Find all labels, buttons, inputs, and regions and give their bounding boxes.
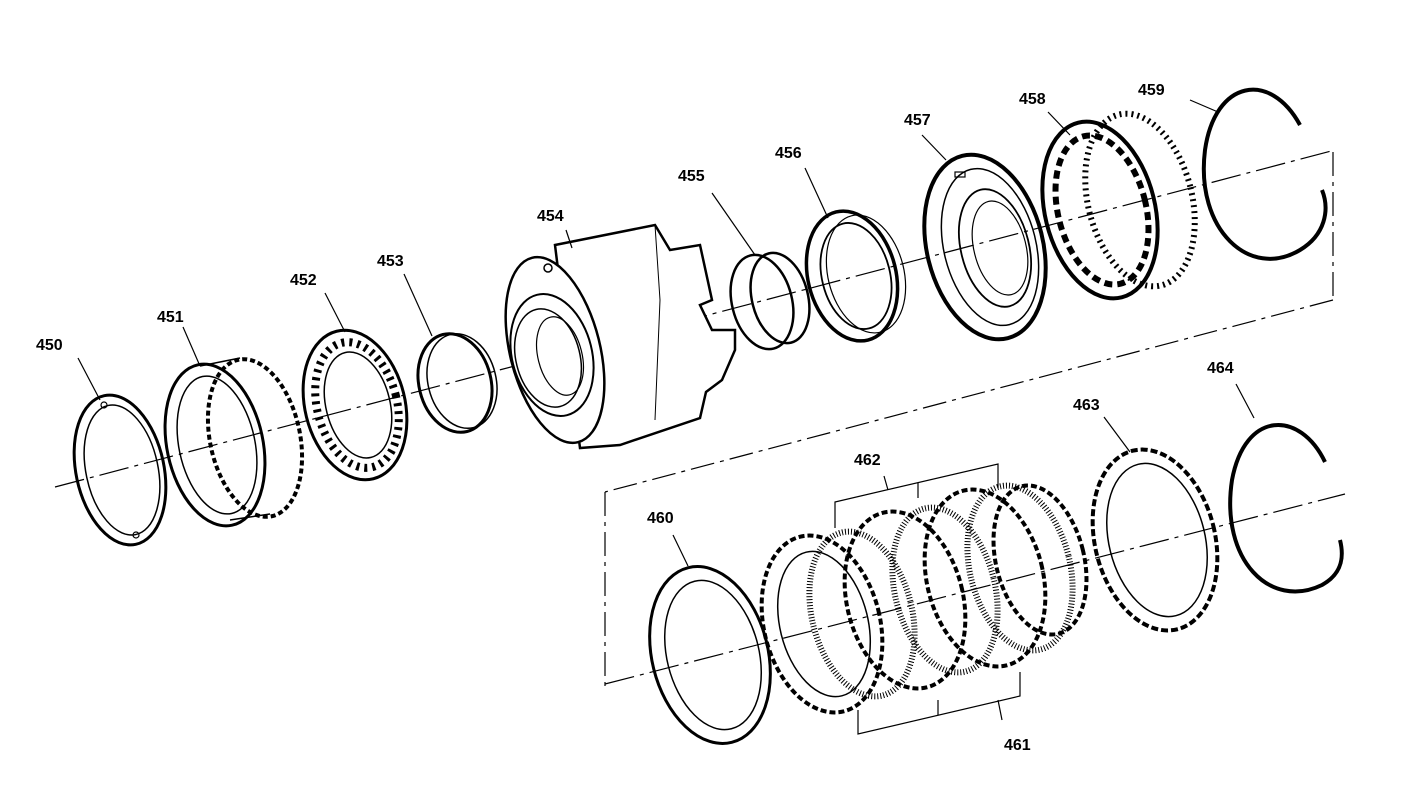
part-459-snap-ring xyxy=(1201,87,1328,261)
label-459: 459 xyxy=(1138,82,1165,99)
label-461: 461 xyxy=(1004,737,1031,754)
label-455: 455 xyxy=(678,168,705,185)
label-463: 463 xyxy=(1073,397,1100,414)
label-454: 454 xyxy=(537,208,564,225)
part-453-bushing xyxy=(416,332,498,434)
part-463-apply-plate xyxy=(1090,447,1220,633)
part-450-thrust-washer xyxy=(72,393,168,547)
part-456-race xyxy=(804,209,907,343)
label-462: 462 xyxy=(854,452,881,469)
bracket-461 xyxy=(857,672,1021,735)
label-456: 456 xyxy=(775,145,802,162)
label-452: 452 xyxy=(290,272,317,289)
label-464: 464 xyxy=(1207,360,1234,377)
part-454-housing xyxy=(504,223,737,450)
label-457: 457 xyxy=(904,112,931,129)
part-458-roller-clutch xyxy=(1040,110,1198,301)
label-450: 450 xyxy=(36,337,63,354)
part-455-bushing xyxy=(729,251,811,351)
part-460-backing-plate xyxy=(648,565,772,745)
centerline-lower xyxy=(604,493,1346,685)
label-458: 458 xyxy=(1019,91,1046,108)
label-451: 451 xyxy=(157,309,184,326)
bracket-462 xyxy=(834,463,999,528)
part-461-462-clutch-pack xyxy=(759,482,1089,715)
part-457-retainer xyxy=(922,152,1048,342)
label-460: 460 xyxy=(647,510,674,527)
label-453: 453 xyxy=(377,253,404,270)
part-451-hub xyxy=(163,357,305,528)
callout-labels: 450 451 452 453 454 455 456 457 458 459 … xyxy=(36,82,1234,754)
leader-lines xyxy=(77,99,1255,567)
part-464-snap-ring xyxy=(1228,423,1344,594)
part-452-sprag xyxy=(301,328,409,482)
